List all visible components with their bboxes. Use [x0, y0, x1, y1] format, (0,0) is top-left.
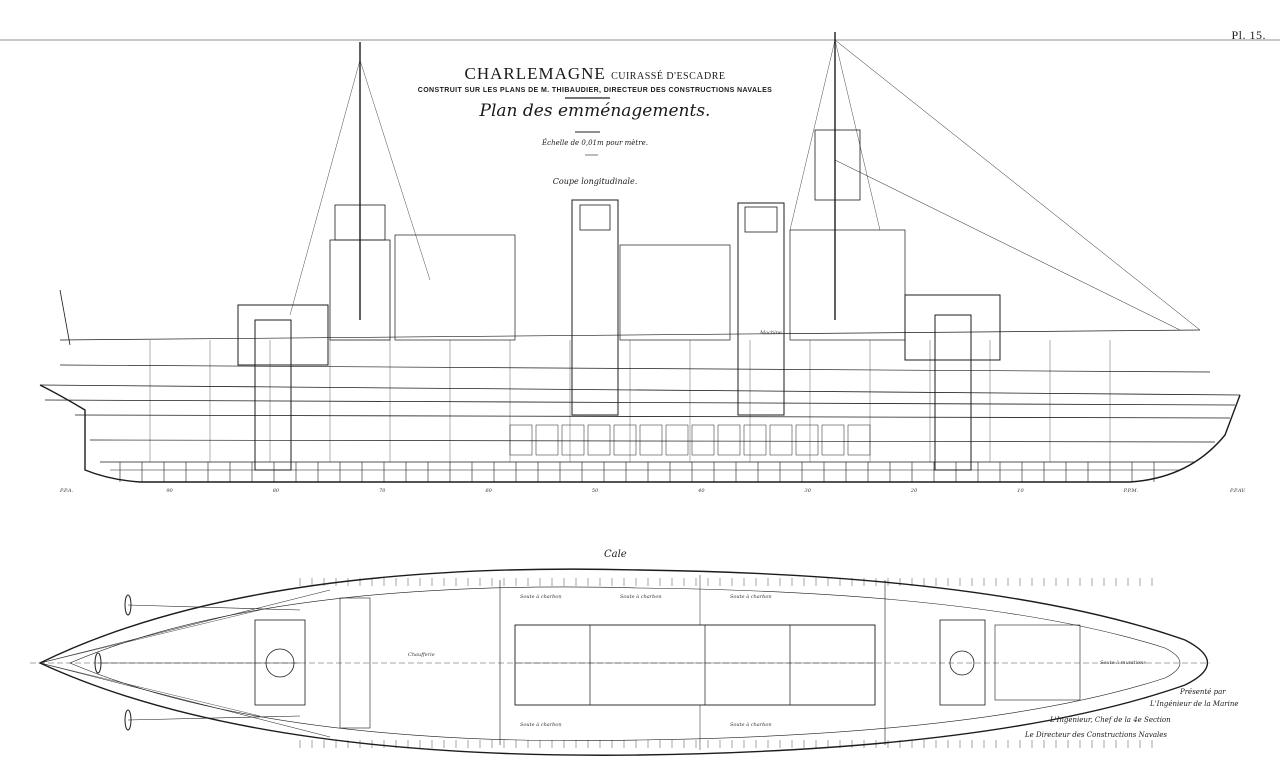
- room-label: Machine: [760, 330, 782, 336]
- longitudinal-section: [39, 32, 1241, 483]
- signature-director: Le Directeur des Constructions Navales: [1025, 731, 1168, 739]
- room-label: Soute à munitions: [1100, 660, 1146, 666]
- frame-mark: 20: [910, 488, 918, 494]
- frame-mark: 80: [272, 488, 280, 494]
- room-label: Soute à charbon: [730, 722, 772, 728]
- frame-mark: 30: [804, 488, 811, 494]
- section-label: Coupe longitudinale.: [552, 177, 638, 186]
- frame-mark: P.P.M.: [1123, 488, 1139, 494]
- ship-type: CUIRASSÉ D'ESCADRE: [611, 71, 726, 82]
- drawing-title: CHARLEMAGNE CUIRASSÉ D'ESCADRE: [0, 64, 1190, 84]
- ship-name: CHARLEMAGNE: [464, 64, 606, 83]
- room-label: Chaufferie: [408, 652, 435, 658]
- frame-mark: 70: [379, 488, 386, 494]
- signature-engineer: L'Ingénieur de la Marine: [1150, 700, 1239, 708]
- signature-chief: L'Ingénieur, Chef de la 4e Section: [1050, 716, 1171, 724]
- plan-view-label: Cale: [604, 549, 627, 560]
- signature-presented: Présenté par: [1180, 688, 1226, 696]
- frame-mark: 50: [591, 488, 599, 494]
- frame-mark: 40: [698, 488, 705, 494]
- room-label: Soute à charbon: [730, 594, 772, 600]
- scale-note: Échelle de 0,01m pour mètre.: [542, 139, 648, 147]
- plan-name: Plan des emménagements.: [479, 101, 711, 121]
- room-label: Soute à charbon: [520, 722, 562, 728]
- room-label: Soute à charbon: [520, 594, 562, 600]
- drawing-subtitle: CONSTRUIT SUR LES PLANS DE M. THIBAUDIER…: [417, 87, 773, 94]
- frame-mark: 60: [485, 488, 492, 494]
- hold-plan-view: [30, 568, 1210, 756]
- frame-mark: P.P.A.: [60, 488, 74, 494]
- room-label: Soute à charbon: [620, 594, 662, 600]
- plate-number: Pl. 15.: [1231, 28, 1266, 42]
- frame-mark: 10: [1017, 488, 1024, 494]
- frame-mark: 90: [166, 488, 173, 494]
- frame-mark: P.P.AV.: [1230, 488, 1246, 494]
